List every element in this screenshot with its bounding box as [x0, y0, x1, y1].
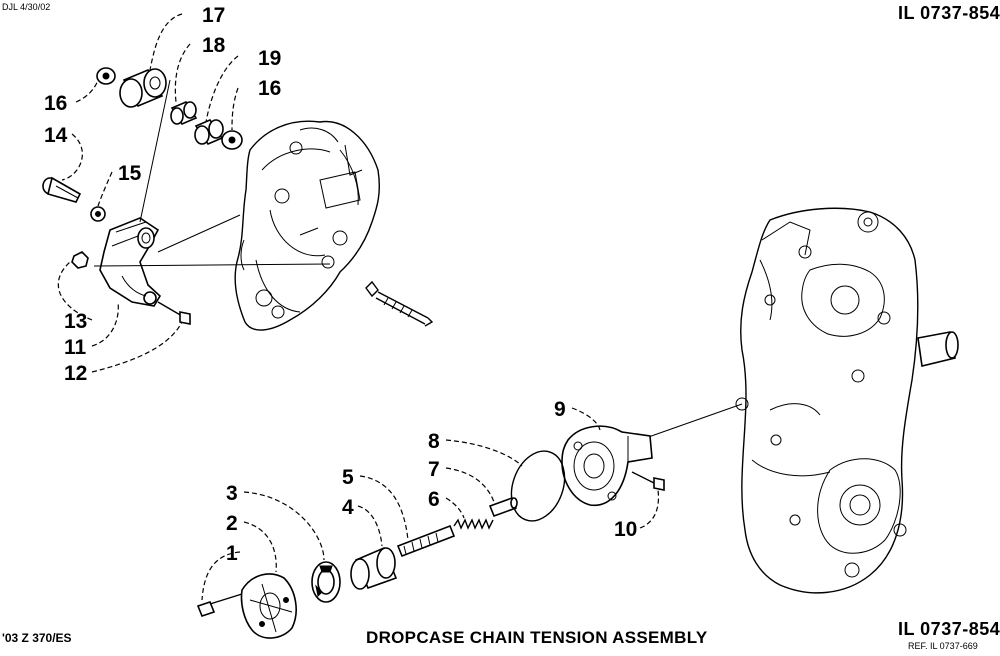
callout-leaders: [57, 13, 660, 601]
cover-axis-line: [639, 403, 743, 441]
callout-3: 3: [226, 482, 238, 505]
callout-2: 2: [226, 512, 238, 535]
spacer: [194, 119, 224, 145]
piston-cup: [311, 561, 341, 603]
callout-8: 8: [428, 430, 440, 453]
tension-rod: [396, 524, 456, 558]
callout-numbers: 17 18 19 16 16 14 15 13 11 12 1 2 3 4 5 …: [44, 4, 637, 565]
roller: [119, 68, 167, 108]
plunger: [488, 496, 518, 518]
screw-12: [157, 301, 191, 325]
tensioner-arm: [99, 217, 162, 307]
callout-4: 4: [342, 496, 354, 519]
callout-6: 6: [428, 488, 440, 511]
tensioner-cover: [561, 425, 653, 507]
date-stamp: DJL 4/30/02: [2, 2, 51, 12]
callout-9: 9: [554, 398, 566, 421]
washer-15: [90, 206, 106, 222]
shaft-axis-line: [157, 214, 241, 253]
washer-upper: [96, 67, 116, 85]
nut-13: [71, 251, 89, 269]
dropcase-housing: [735, 207, 959, 594]
pivot-bolt: [42, 176, 82, 203]
cap-screw: [196, 593, 243, 617]
housing-bolt: [365, 280, 434, 327]
callout-11: 11: [64, 336, 87, 359]
o-ring: [510, 450, 566, 522]
callout-13: 13: [64, 310, 87, 333]
callout-17: 17: [202, 4, 225, 27]
illustration-number-bottom: IL 0737-854: [898, 619, 1000, 639]
bushing: [170, 100, 198, 126]
callout-16-left: 16: [44, 92, 67, 115]
callout-18: 18: [202, 34, 226, 57]
reference-illustration: REF. IL 0737-669: [908, 641, 978, 651]
callout-7: 7: [428, 458, 440, 481]
washer-right: [221, 130, 243, 150]
cylinder: [350, 546, 398, 590]
callout-14: 14: [44, 124, 68, 147]
callout-15: 15: [118, 162, 142, 185]
callout-1: 1: [226, 542, 238, 565]
callout-16-right: 16: [258, 77, 281, 100]
callout-5: 5: [342, 466, 354, 489]
callout-10: 10: [614, 518, 637, 541]
diagram-title: DROPCASE CHAIN TENSION ASSEMBLY: [366, 628, 708, 647]
upper-housing: [234, 120, 381, 331]
end-cap: [240, 573, 297, 639]
bolt-axis-line: [93, 263, 331, 267]
callout-19: 19: [258, 47, 281, 70]
roller-axis-line: [139, 79, 171, 223]
cover-screw: [631, 471, 665, 491]
model-label: '03 Z 370/ES: [2, 631, 72, 645]
illustration-number-top: IL 0737-854: [898, 3, 1000, 23]
callout-12: 12: [64, 362, 87, 385]
spring: [453, 518, 494, 530]
